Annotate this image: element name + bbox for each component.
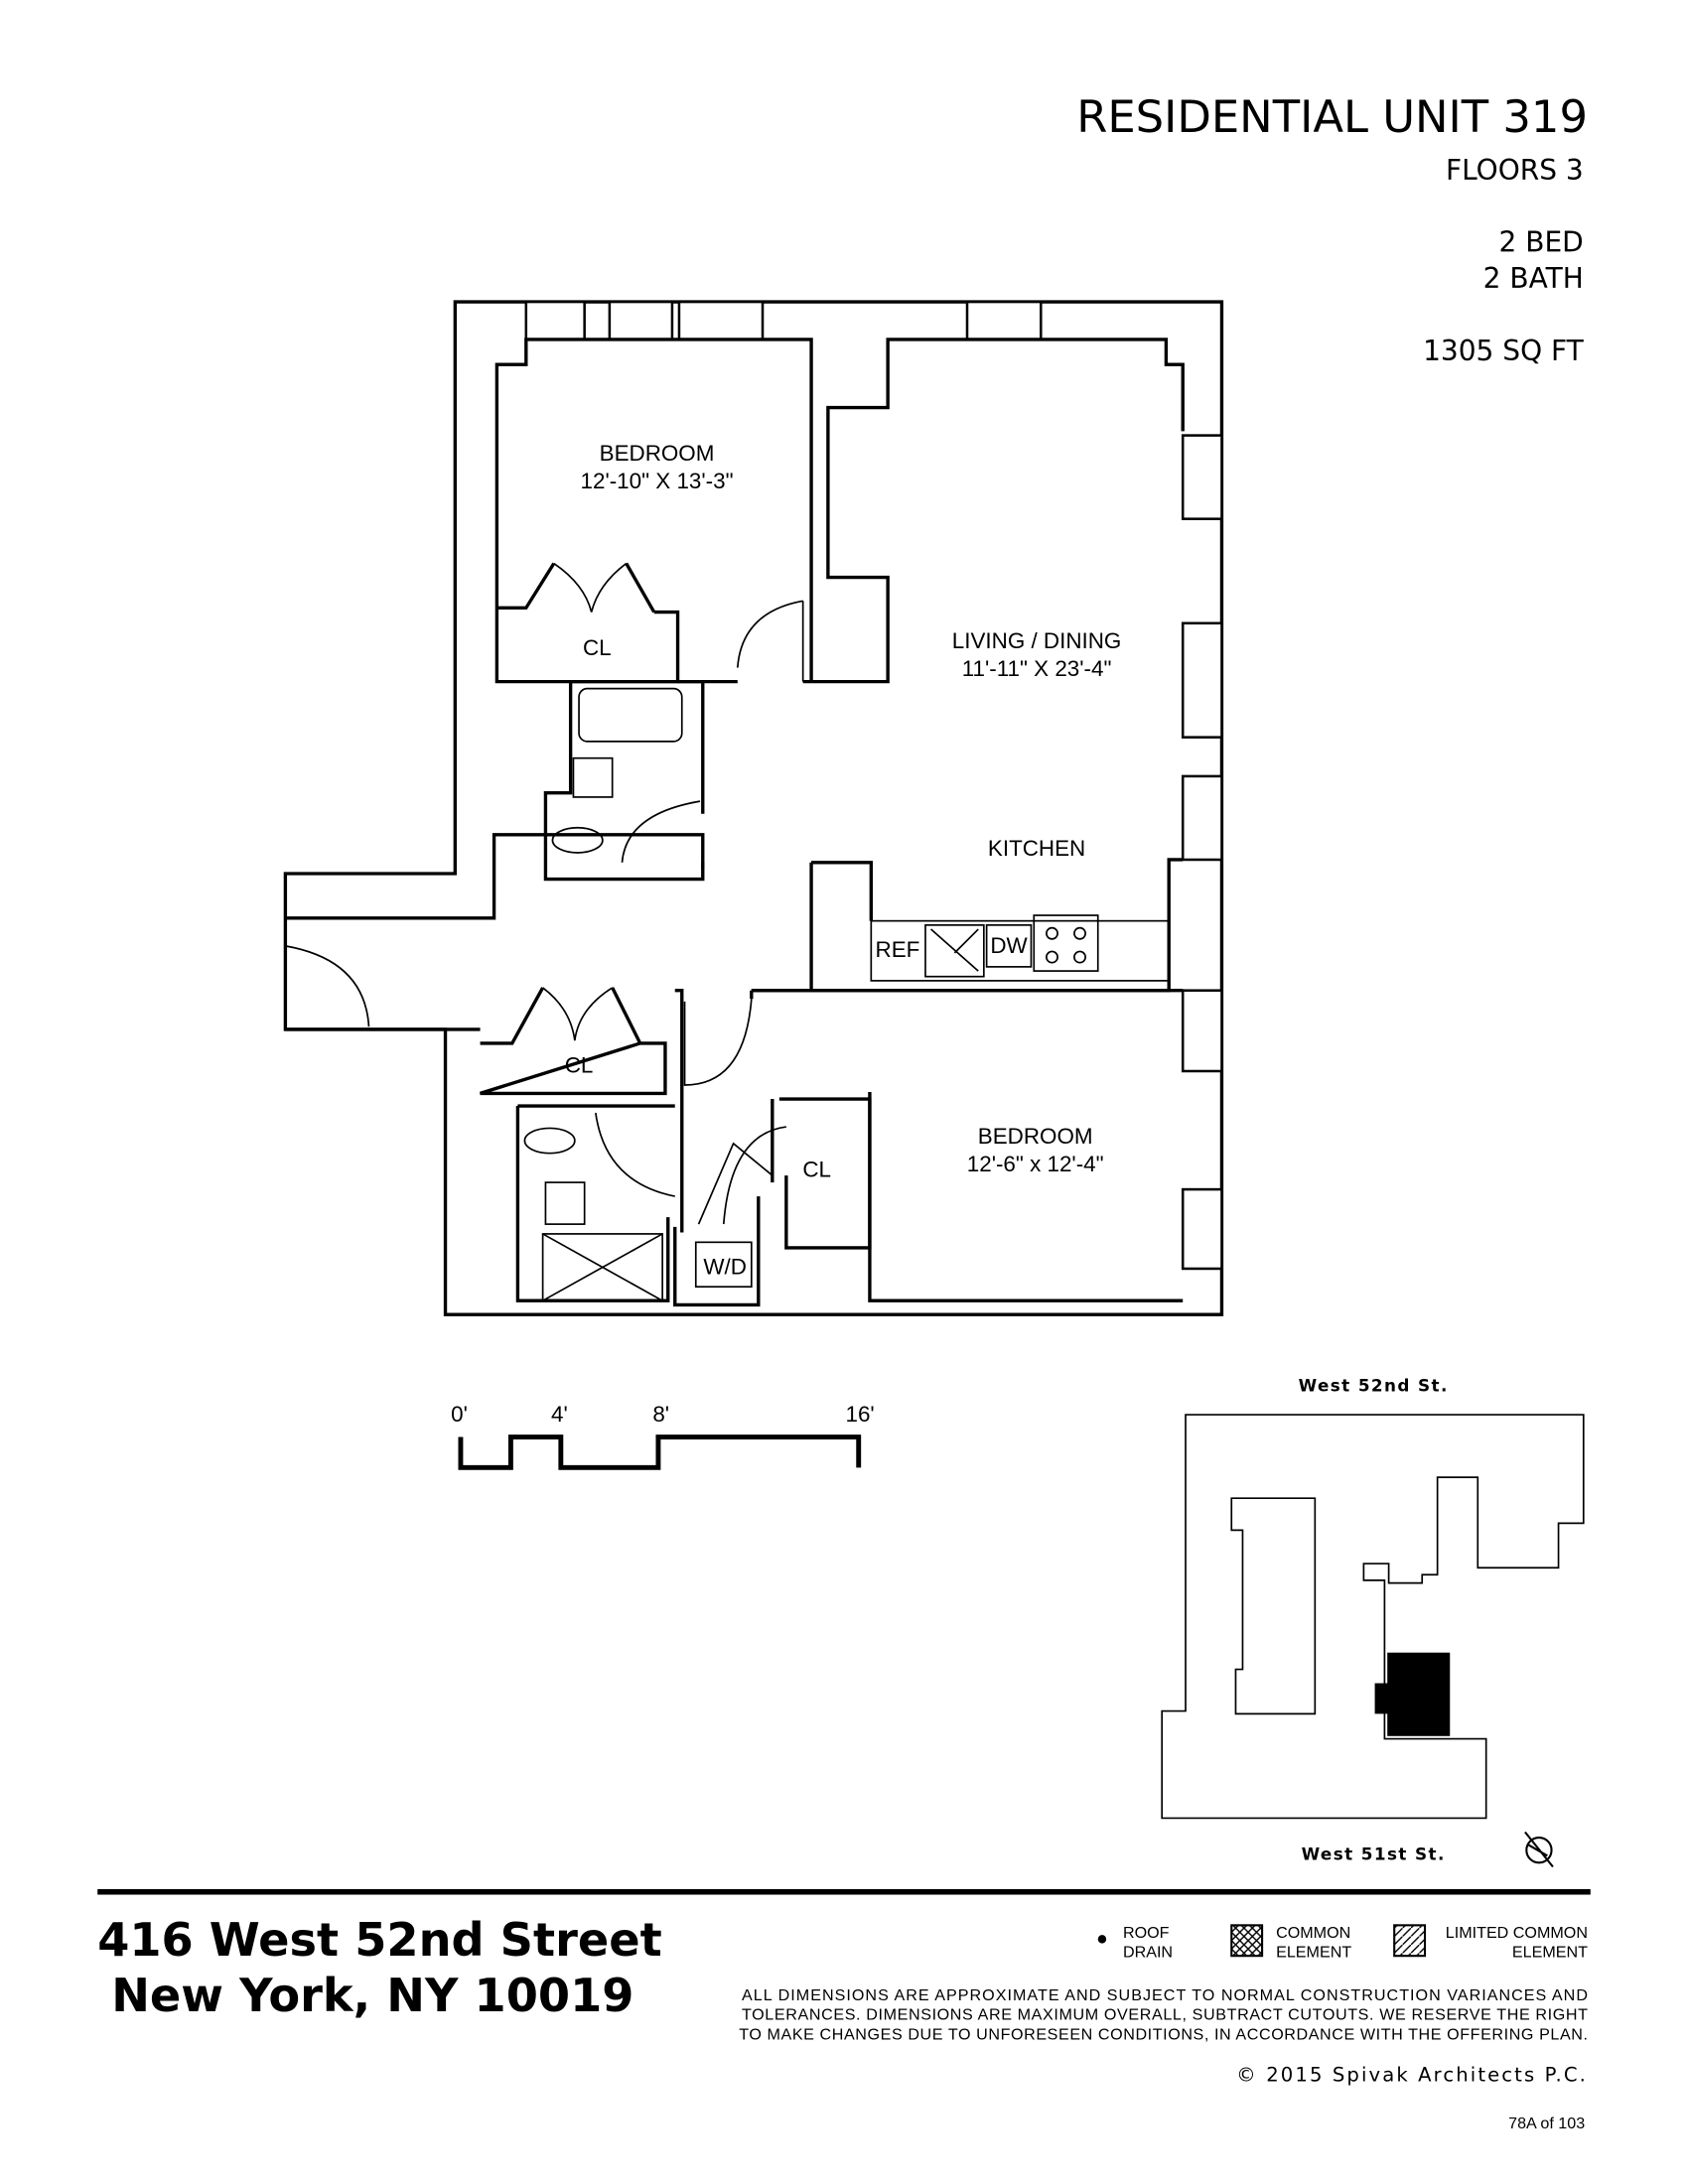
north-arrow-icon (1524, 1831, 1554, 1868)
key-plan: West 52nd St. West 51st St. (1161, 1375, 1585, 1868)
unit-header: RESIDENTIAL UNIT 319 FLOORS 3 2 BED 2 BA… (1076, 90, 1588, 367)
toilet-icon (551, 826, 604, 854)
bed-count: 2 BED (1499, 226, 1584, 259)
bedroom-2-label: BEDROOM (978, 1124, 1093, 1149)
door-bath-2 (595, 1112, 675, 1197)
entry-door (285, 945, 370, 1027)
disclaimer-line-3: TO MAKE CHANGES DUE TO UNFORESEEN CONDIT… (739, 2025, 1588, 2043)
bathtub-icon (578, 687, 683, 743)
floors: FLOORS 3 (1446, 154, 1584, 187)
sink-icon (572, 756, 614, 798)
legend-common-1: COMMON (1276, 1924, 1350, 1942)
wd-label: W/D (703, 1255, 747, 1280)
door-bedroom-1 (736, 600, 804, 682)
door-bedroom-2 (683, 999, 753, 1086)
bedroom-2-size: 12'-6" x 12'-4" (967, 1152, 1104, 1176)
address-line-1: 416 West 52nd Street (97, 1913, 662, 1967)
door-laundry (697, 1126, 786, 1225)
disclaimer-line-1: ALL DIMENSIONS ARE APPROXIMATE AND SUBJE… (742, 1986, 1588, 2004)
legend: ROOF DRAIN COMMON ELEMENT LIMITED COMMON… (1097, 1924, 1588, 1962)
north-street-label: West 52nd St. (1299, 1375, 1449, 1395)
common-element-icon (1230, 1924, 1264, 1958)
south-street-label: West 51st St. (1302, 1844, 1446, 1864)
scale-label-0: 0' (451, 1402, 468, 1427)
bathroom-1-walls (543, 679, 705, 882)
hall-wall (674, 989, 1184, 1233)
floor-plan: BEDROOM 12'-10" X 13'-3" CL LIVING / DIN… (283, 300, 1224, 1316)
legend-common-2: ELEMENT (1276, 1944, 1351, 1962)
building-outline (1161, 1414, 1585, 1820)
legend-roof-drain-1: ROOF (1123, 1924, 1170, 1942)
closet-2-label: CL (565, 1052, 594, 1077)
unit-location-marker (1387, 1652, 1451, 1736)
dw-label: DW (990, 933, 1028, 958)
address-line-2: New York, NY 10019 (111, 1969, 633, 2022)
closet-1-label: CL (583, 635, 612, 660)
washer-dryer-icon (694, 1241, 753, 1289)
shower-icon (541, 1233, 663, 1302)
roof-drain-icon (1097, 1935, 1107, 1944)
footer-rule (97, 1888, 1591, 1895)
page-number: 78A of 103 (1508, 2115, 1585, 2132)
scale-label-4: 4' (551, 1402, 568, 1427)
ref-label: REF (876, 937, 920, 962)
bedroom-2-walls (868, 1092, 1184, 1302)
scale-bar: 0' 4' 8' 16' (451, 1402, 875, 1470)
bedroom-1-walls (494, 338, 813, 684)
legend-limited-1: LIMITED COMMON (1446, 1924, 1588, 1942)
closet-1 (494, 562, 680, 684)
limited-common-element-icon (1393, 1924, 1427, 1958)
closet-2 (480, 987, 667, 1096)
bedroom-1-size: 12'-10" X 13'-3" (581, 469, 734, 493)
scale-label-8: 8' (652, 1402, 669, 1427)
living-size: 11'-11" X 23'-4" (962, 656, 1112, 681)
disclaimer-line-2: TOLERANCES. DIMENSIONS ARE MAXIMUM OVERA… (742, 2006, 1588, 2024)
bath-count: 2 BATH (1483, 262, 1584, 295)
legend-roof-drain-2: DRAIN (1123, 1944, 1173, 1962)
kitchen-label: KITCHEN (988, 836, 1085, 861)
kitchen-counter (870, 914, 1171, 982)
bedroom-1-label: BEDROOM (600, 441, 715, 466)
disclaimer: ALL DIMENSIONS ARE APPROXIMATE AND SUBJE… (739, 1986, 1588, 2043)
square-footage: 1305 SQ FT (1423, 335, 1585, 367)
building-wing (1230, 1497, 1317, 1715)
living-label: LIVING / DINING (952, 628, 1122, 653)
scale-label-16: 16' (846, 1402, 875, 1427)
corridor-wall (285, 833, 705, 1031)
copyright: © 2015 Spivak Architects P.C. (1236, 2063, 1588, 2086)
legend-limited-2: ELEMENT (1512, 1944, 1588, 1962)
toilet-2-icon (523, 1127, 576, 1155)
door-bath-1 (621, 800, 701, 863)
sink-2-icon (544, 1181, 586, 1225)
unit-title: RESIDENTIAL UNIT 319 (1076, 90, 1588, 143)
closet-3-label: CL (802, 1157, 831, 1181)
